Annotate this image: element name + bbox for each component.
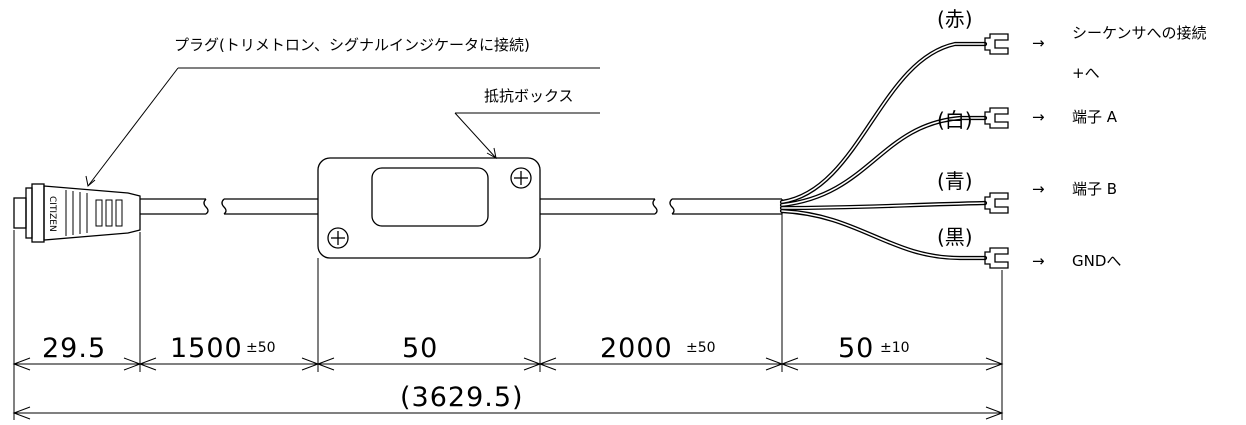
plug-label: プラグ(トリメトロン、シグナルインジケータに接続)	[174, 36, 530, 54]
dim-lead-tolerance: ±10	[880, 340, 910, 356]
terminal-icon-blue	[984, 192, 1009, 214]
wire-color-white: (白)	[937, 108, 973, 132]
screw-icon-top-right	[510, 167, 532, 189]
wire-color-red: (赤)	[937, 7, 973, 31]
dim-box-length: 50	[402, 333, 438, 364]
dim-cable1-length: 1500	[170, 333, 243, 364]
resistor-box-label: 抵抗ボックス	[484, 87, 574, 105]
dim-lead-length: 50	[838, 333, 874, 364]
wire-arrow-blue: →	[1032, 180, 1045, 198]
screw-icon-bottom-left	[327, 227, 349, 249]
plug-brand-label: CITIZEN	[47, 196, 57, 232]
wire-dest-black: GNDへ	[1072, 252, 1121, 270]
wire-dest-red-line2: +へ	[1072, 64, 1100, 82]
dim-cable2-length: 2000	[600, 333, 673, 364]
plug-connector: CITIZEN	[13, 183, 141, 243]
wire-color-black: (黒)	[937, 225, 973, 249]
dimension-lines	[12, 357, 1004, 420]
wire-dest-red: シーケンサへの接続	[1072, 24, 1207, 42]
dim-plug-length: 29.5	[42, 333, 106, 364]
lead-wires	[779, 41, 988, 261]
terminal-icon-black	[984, 247, 1009, 269]
wire-arrow-red: →	[1032, 34, 1045, 52]
wire-arrow-white: →	[1032, 108, 1045, 126]
wire-arrow-black: →	[1032, 252, 1045, 270]
extension-lines	[13, 214, 1003, 420]
dim-cable2-tolerance: ±50	[686, 340, 716, 356]
wire-dest-blue: 端子 B	[1072, 180, 1117, 198]
dim-cable1-tolerance: ±50	[246, 340, 276, 356]
cable-segment-1	[140, 198, 318, 215]
box-callout	[454, 112, 600, 159]
wire-color-blue: (青)	[937, 169, 973, 193]
wire-dest-white: 端子 A	[1072, 108, 1118, 126]
dim-total-length: (3629.5)	[400, 382, 524, 413]
cable-segment-2	[540, 198, 783, 215]
plug-callout	[85, 67, 600, 187]
terminal-icon-red	[984, 33, 1009, 55]
terminal-icon-white	[984, 107, 1009, 129]
resistor-box	[317, 157, 541, 259]
